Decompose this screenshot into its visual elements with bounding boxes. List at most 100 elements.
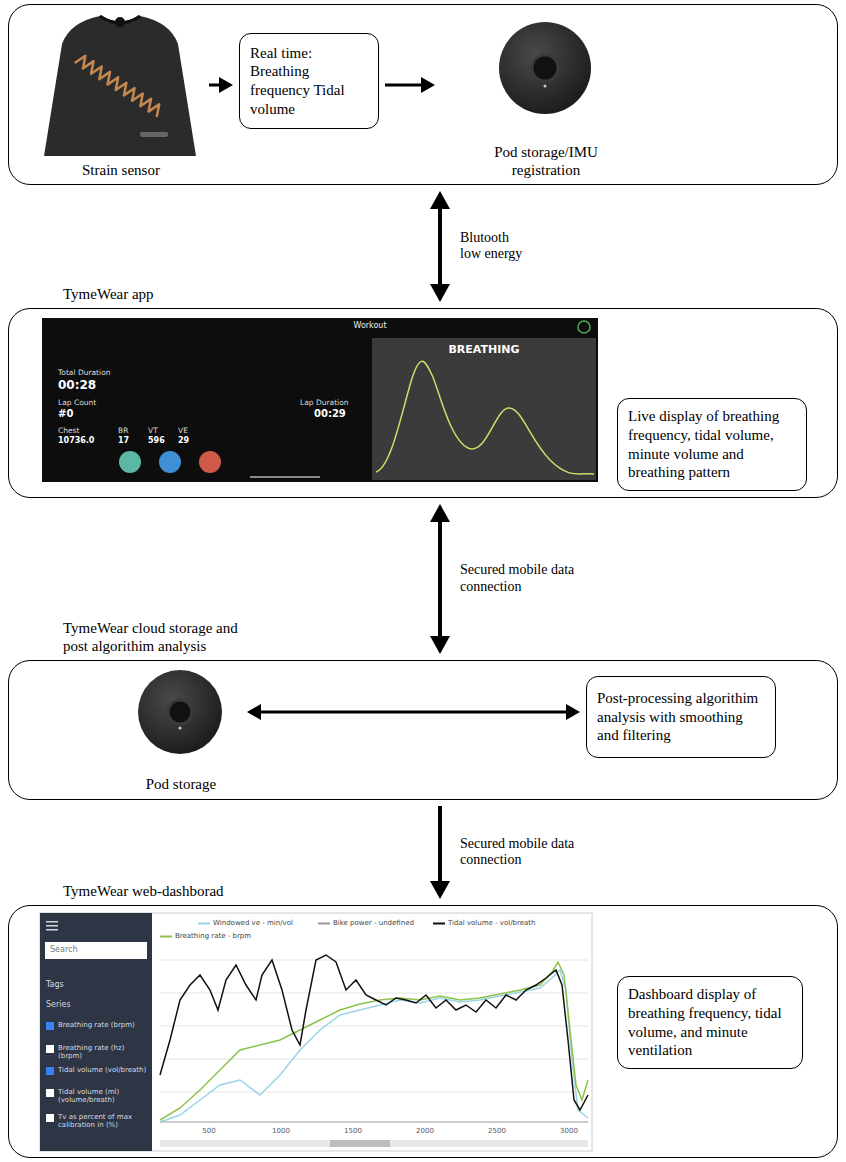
strain-sensor-shirt <box>115 17 125 27</box>
panel-heading: TymeWear web-dashborad <box>63 882 323 900</box>
screenshot-text: 1500 <box>338 1127 368 1135</box>
dashboard-screenshot <box>46 925 58 927</box>
strain-sensor-shirt <box>44 16 196 156</box>
screenshot-text: Tags <box>46 980 64 990</box>
app-screenshot <box>159 451 181 473</box>
screenshot-text: 17 <box>118 436 129 446</box>
screenshot-text: 00:29 <box>314 408 346 420</box>
arrowhead <box>430 636 450 654</box>
figure-caption: Pod storage/IMU registration <box>466 143 626 183</box>
dashboard-screenshot <box>46 1045 54 1053</box>
pod-device <box>168 700 192 724</box>
screenshot-text: Tidal volume (vol/breath) <box>58 1066 150 1074</box>
process-box: Live display of breathing frequency, tid… <box>617 398 807 491</box>
dashboard-screenshot <box>433 923 445 925</box>
screenshot-text: VE <box>178 426 188 435</box>
connector-arrow <box>385 77 435 93</box>
screenshot-text: #0 <box>58 408 73 420</box>
connector-label: Secured mobile data connection <box>460 836 578 870</box>
screenshot-text: Tv as percent of max calibration in (%) <box>58 1113 150 1130</box>
device-figure: Pod storage <box>121 665 241 797</box>
screenshot-text: 1000 <box>266 1127 296 1135</box>
screenshot-text: Total Duration <box>58 368 110 377</box>
connector-line <box>258 711 569 714</box>
dashboard-screenshot <box>160 1092 588 1093</box>
pod-device <box>499 22 591 114</box>
screenshot-text: 3000 <box>554 1127 584 1135</box>
connector-line <box>385 84 424 87</box>
arrowhead <box>247 704 261 720</box>
dashboard-screenshot <box>160 936 172 938</box>
screenshot-text: Windowed ve - min/vol <box>213 919 293 927</box>
dashboard-screenshot <box>45 942 147 959</box>
screenshot-text: 00:28 <box>58 378 96 392</box>
screenshot-text: Bike power - undefined <box>333 919 414 927</box>
arrowhead <box>566 704 580 720</box>
screenshot-text: VT <box>148 426 158 435</box>
dashboard-screenshot <box>46 921 58 923</box>
pod-device <box>179 727 182 730</box>
connector-line <box>438 205 442 287</box>
screenshot-text: Lap Duration <box>300 398 349 407</box>
app-screenshot <box>372 338 596 480</box>
screenshot-text: 2000 <box>410 1127 440 1135</box>
arrowhead <box>430 284 450 302</box>
screenshot-text: Search <box>50 945 77 955</box>
dashboard-screenshot <box>198 923 210 925</box>
pod-device <box>138 670 222 754</box>
process-box: Dashboard display of breathing frequency… <box>617 976 803 1069</box>
dashboard-screenshot <box>160 1140 588 1147</box>
strain-sensor-shirt <box>44 16 196 156</box>
app-screenshot <box>42 318 598 482</box>
app-screenshot <box>250 476 320 478</box>
dashboard-screenshot <box>160 1026 588 1027</box>
dashboard-screenshot <box>46 1022 54 1030</box>
process-box: Real time: Breathing frequency Tidal vol… <box>239 33 379 129</box>
screenshot-text: 2500 <box>482 1127 512 1135</box>
panel-heading: TymeWear app <box>63 285 263 303</box>
stage-panel: Strain sensor Real time: Breathing freque… <box>8 4 838 185</box>
connector-arrow <box>430 806 450 899</box>
screenshot-text: BR <box>118 426 128 435</box>
screenshot-text: BREATHING <box>424 343 544 356</box>
screenshot-text: Workout <box>340 321 400 331</box>
screenshot-text: Tidal volume (ml) (volume/breath) <box>58 1088 150 1105</box>
screenshot-text: Tidal volume - vol/breath <box>448 919 536 927</box>
arrowhead <box>430 504 450 522</box>
app-screenshot <box>376 361 594 474</box>
dashboard-screenshot <box>160 955 588 1110</box>
strain-sensor-shirt <box>140 132 168 137</box>
device-figure: Pod storage/IMU registration <box>441 11 651 183</box>
screenshot-text: 29 <box>178 436 189 446</box>
dashboard-screenshot <box>46 929 58 931</box>
app-screenshot <box>119 451 141 473</box>
figure-caption: Pod storage <box>146 775 216 797</box>
screenshot-text: Lap Count <box>58 398 96 407</box>
connector-line <box>438 806 442 885</box>
arrowhead <box>219 77 233 93</box>
dashboard-screenshot <box>330 1140 390 1147</box>
dashboard-screenshot <box>40 913 592 1151</box>
dashboard-screenshot <box>40 913 592 1151</box>
pod-device <box>138 670 222 754</box>
box-text: Live display of breathing frequency, tid… <box>628 407 796 482</box>
screenshot-text: Series <box>46 1000 71 1010</box>
dashboard-screenshot <box>160 1059 588 1060</box>
app-screenshot <box>199 451 221 473</box>
screenshot-text: Chest <box>58 426 79 435</box>
connector-arrow <box>209 77 233 93</box>
box-text: Post-processing algorithim analysis with… <box>597 689 765 745</box>
stage-panel: TymeWear appLive display of breathing fr… <box>8 308 838 498</box>
dashboard-screenshot <box>160 1122 588 1123</box>
pod-device <box>544 85 547 88</box>
panel-heading: TymeWear cloud storage and post algorith… <box>63 619 258 655</box>
box-text: Real time: Breathing frequency Tidal vol… <box>250 44 368 119</box>
process-box: Post-processing algorithim analysis with… <box>586 676 776 758</box>
strain-sensor-shirt <box>75 56 160 117</box>
stage-panel: TymeWear web-dashboradDashboard display … <box>8 905 838 1158</box>
connector-line <box>438 518 442 639</box>
screenshot-text: 10736.0 <box>58 436 94 446</box>
connector-arrow <box>430 504 450 654</box>
arrowhead <box>421 77 435 93</box>
device-figure: Strain sensor <box>39 11 203 183</box>
